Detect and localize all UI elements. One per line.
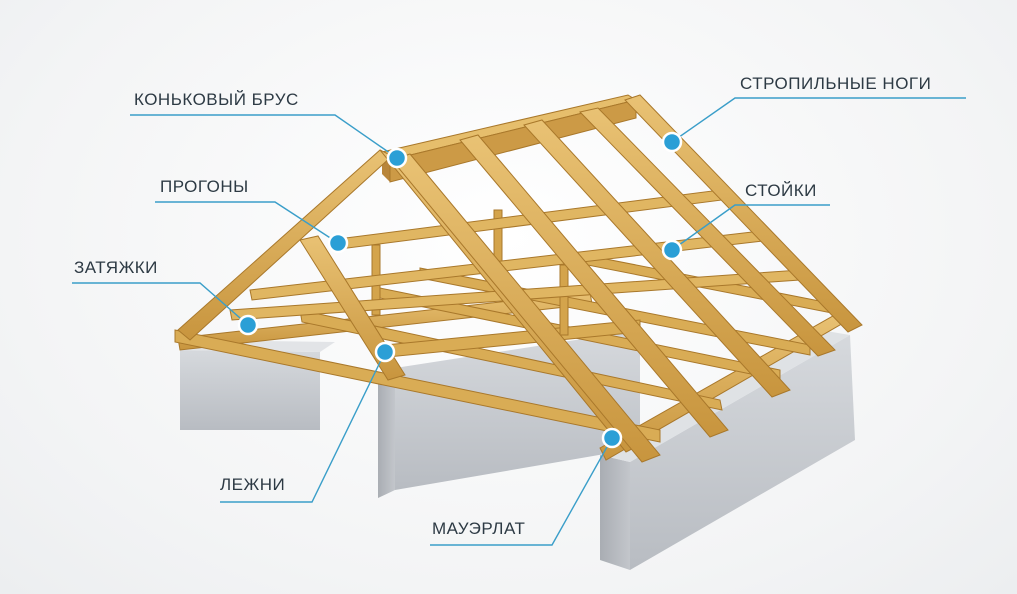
marker-sleepers	[376, 343, 394, 361]
label-wall-plate: МАУЭРЛАТ	[432, 519, 525, 539]
marker-ridge	[388, 149, 406, 167]
label-purlins: ПРОГОНЫ	[160, 177, 249, 197]
label-rafters: СТРОПИЛЬНЫЕ НОГИ	[740, 74, 931, 94]
label-posts: СТОЙКИ	[745, 181, 817, 201]
label-ties: ЗАТЯЖКИ	[74, 258, 158, 278]
marker-wall-plate	[603, 429, 621, 447]
marker-posts	[663, 241, 681, 259]
marker-purlins	[329, 234, 347, 252]
label-ridge-beam: КОНЬКОВЫЙ БРУС	[134, 90, 299, 110]
marker-ties	[239, 316, 257, 334]
label-sleepers: ЛЕЖНИ	[220, 475, 285, 495]
marker-rafters	[663, 133, 681, 151]
